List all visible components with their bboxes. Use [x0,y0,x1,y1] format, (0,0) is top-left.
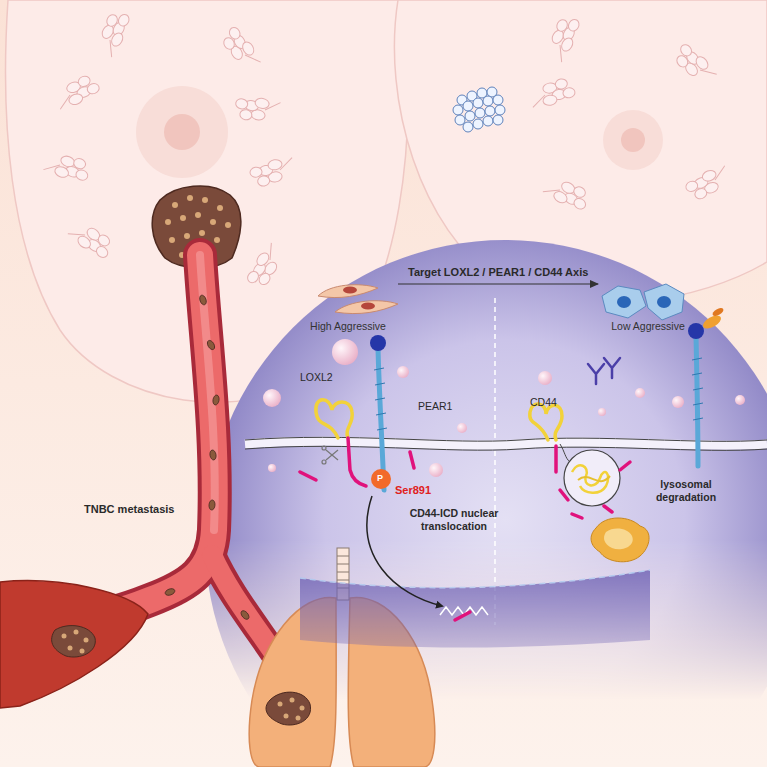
cell-label: Low Aggressive [611,320,685,332]
annotation-label: LOXL2 [300,371,333,384]
annotation-label: P [377,473,383,484]
lysosome [591,518,649,562]
normal-cells [453,87,505,132]
cell-group: Low Aggressive [598,278,698,332]
axis-arrow [398,283,598,284]
cd44-right [530,404,630,518]
cells-high-aggressive [318,285,398,314]
signaling-panel [205,240,767,767]
divider [494,298,496,625]
icd-fragments [300,452,470,620]
annotation-label: CD44-ICD nuclear translocation [392,507,516,533]
pear1-right [688,306,725,466]
antibodies [588,358,620,384]
cell-membrane [245,437,767,450]
edge-label: Target LOXL2 / PEAR1 / CD44 Axis [408,266,588,280]
cell-label: High Aggressive [310,320,386,332]
left-breast [6,0,409,402]
annotation-label: TNBC metastasis [84,503,174,517]
annotation-label: lysosomal degradation [644,478,728,504]
lungs [249,548,435,767]
liver [0,581,148,708]
annotation-label: CD44 [530,396,557,409]
annotation-label: Ser891 [395,484,431,498]
pear1-left [370,335,391,490]
cd44-left [316,400,366,486]
loxl2-balls [263,339,745,477]
annotation-label: PEAR1 [418,400,452,413]
nucleus [300,570,650,648]
cell-group: High Aggressive [298,278,398,332]
cells-low-aggressive [602,284,684,320]
